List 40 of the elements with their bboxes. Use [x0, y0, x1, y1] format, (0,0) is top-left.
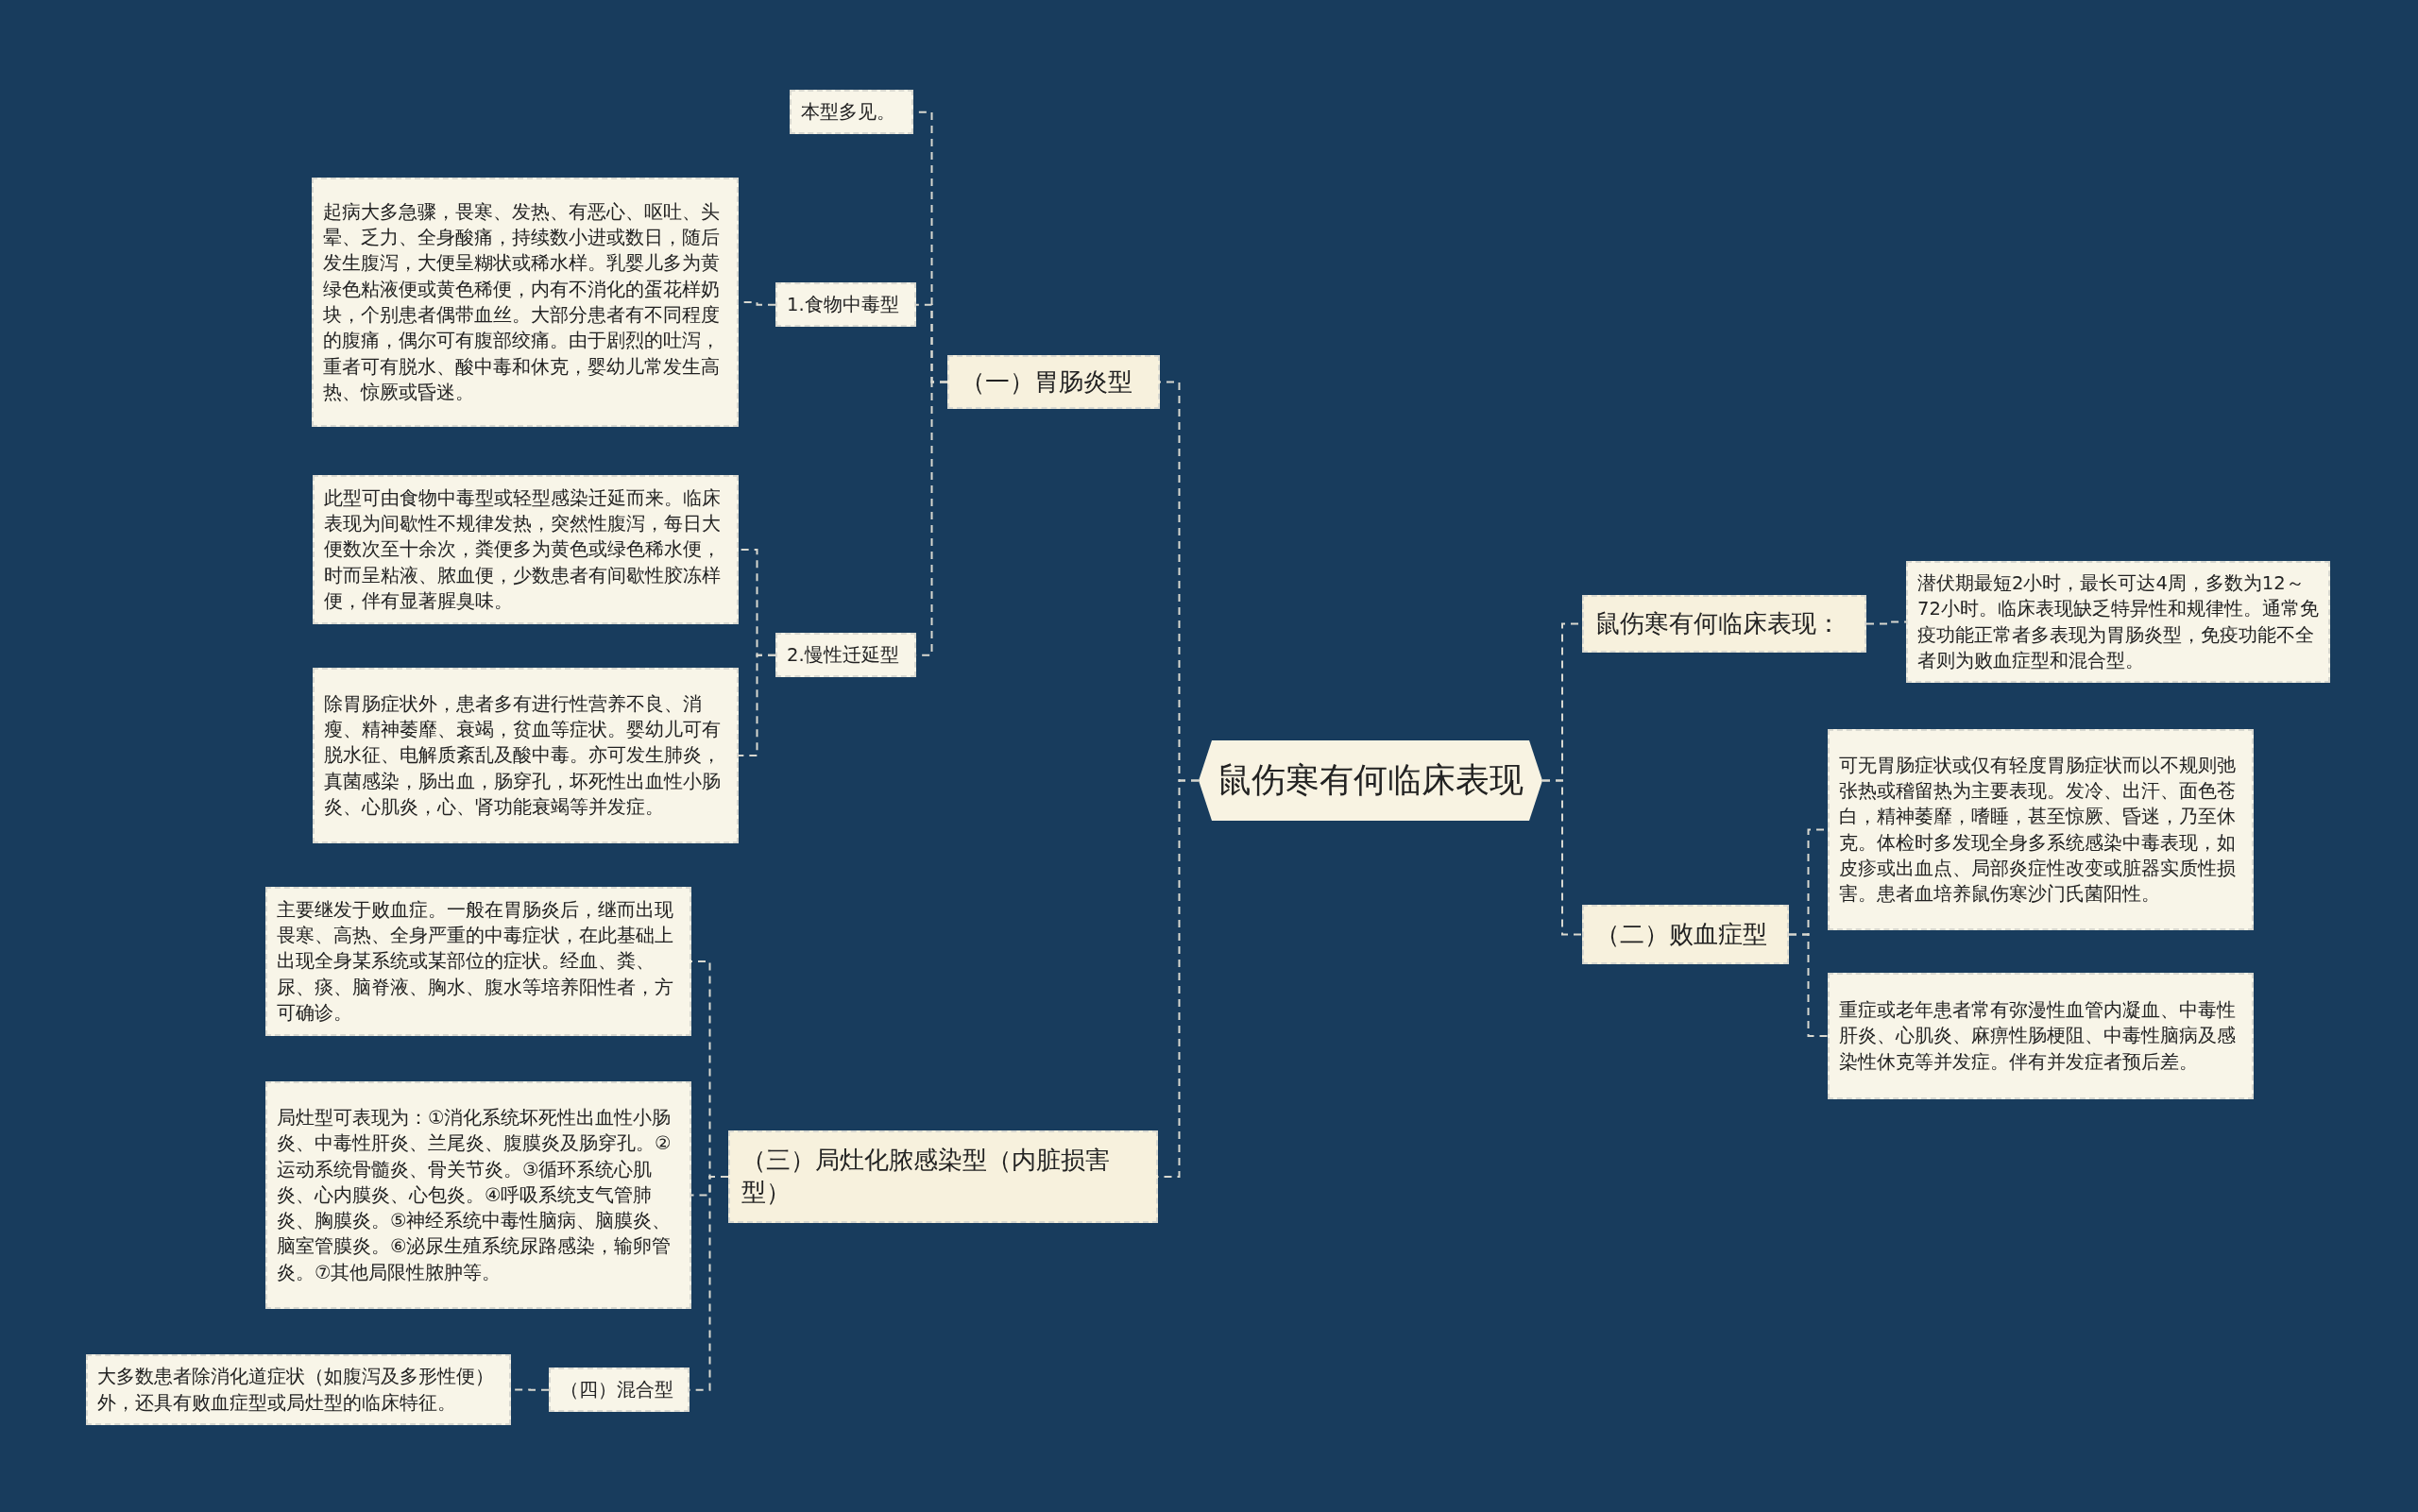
note-text: 除胃肠症状外，患者多有进行性营养不良、消瘦、精神萎靡、衰竭，贫血等症状。婴幼儿可有脱水征、电解质紊乱及酸中毒。亦可发生肺炎，真菌感染，肠出血，肠穿孔，坏死性出血性小肠炎、心肌炎，心、肾功能衰竭等并发症。	[324, 691, 722, 820]
connector-line	[1788, 933, 1829, 1037]
branch-label: 鼠伤寒有何临床表现：	[1595, 607, 1841, 639]
note-text: （四）混合型	[560, 1378, 673, 1402]
note-card	[790, 90, 913, 135]
note-card	[86, 1354, 511, 1425]
note-text: 大多数患者除消化道症状（如腹泻及多形性便）外，还具有败血症型或局灶型的临床特征。	[97, 1365, 495, 1416]
note-text: 本型多见。	[801, 100, 895, 125]
branch-node	[947, 355, 1160, 409]
central-topic-node	[1199, 740, 1542, 821]
note-card	[775, 282, 916, 328]
branch-node	[1582, 595, 1866, 653]
note-card	[549, 1368, 690, 1413]
note-text: 1.食物中毒型	[787, 293, 899, 317]
note-text: 潜伏期最短2小时，最长可达4周，多数为12～72小时。临床表现缺乏特异性和规律性。通常免疫功能正常者多表现为胃肠炎型，免疫功能不全者则为败血症型和混合型。	[1917, 571, 2319, 673]
branch-label: （二）败血症型	[1595, 918, 1767, 950]
note-text: 起病大多急骤，畏寒、发热、有恶心、呕吐、头晕、乏力、全身酸痛，持续数小进或数日，随后发生腹泻，大便呈糊状或稀水样。乳婴儿多为黄绿色粘液便或黄色稀便，内有不消化的蛋花样奶块，个别患者偶带血丝。大部分患者有不同程度的腹痛，偶尔可有腹部绞痛。由于剧烈的吐泻，重者可有脱水、酸中毒和休克，婴幼儿常发生高热、惊厥或昏迷。	[323, 199, 721, 405]
note-text: 局灶型可表现为：①消化系统坏死性出血性小肠炎、中毒性肝炎、兰尾炎、腹膜炎及肠穿孔。②运动系统骨髓炎、骨关节炎。③循环系统心肌炎、心内膜炎、心包炎。④呼吸系统支气管肺炎、胸膜炎。⑤神经系统中毒性脑病、脑膜炎、脑室管膜炎。⑥泌尿生殖系统尿路感染，输卵管炎。⑦其他局限性脓肿等。	[277, 1105, 673, 1285]
note-card	[312, 178, 739, 427]
topic-title: 鼠伤寒有何临床表现	[1218, 759, 1524, 801]
note-text: 重症或老年患者常有弥漫性血管内凝血、中毒性肝炎、心肌炎、麻痹性肠梗阻、中毒性脑病及感染性休克等并发症。伴有并发症者预后差。	[1839, 998, 2237, 1075]
note-text: 此型可由食物中毒型或轻型感染迁延而来。临床表现为间歇性不规律发热，突然性腹泻，每日大便数次至十余次，粪便多为黄色或绿色稀水便，时而呈粘液、脓血便，少数患者有间歇性胶冻样便，伴有显著腥臭味。	[324, 485, 722, 614]
note-card	[313, 475, 739, 624]
note-card	[1828, 729, 2254, 930]
note-card	[313, 668, 739, 843]
note-card	[775, 633, 916, 678]
connector-line	[1541, 779, 1583, 936]
branch-node	[728, 1130, 1158, 1223]
connector-line	[1865, 620, 1907, 625]
note-card	[265, 1081, 691, 1309]
branch-label: （三）局灶化脓感染型（内脏损害型）	[741, 1145, 1111, 1208]
note-text: 2.慢性迁延型	[787, 643, 899, 668]
branch-node	[1582, 905, 1789, 964]
note-card	[1828, 973, 2254, 1099]
note-card	[265, 887, 691, 1036]
connector-line	[738, 654, 776, 756]
branch-label: （一）胃肠炎型	[961, 365, 1132, 398]
note-card	[1906, 561, 2330, 684]
note-text: 主要继发于败血症。一般在胃肠炎后，继而出现畏寒、高热、全身严重的中毒症状，在此基础上出现全身某系统或某部位的症状。经血、粪、尿、痰、脑脊液、胸水、腹水等培养阳性者，方可确诊。	[277, 897, 674, 1026]
note-text: 可无胃肠症状或仅有轻度胃肠症状而以不规则弛张热或稽留热为主要表现。发冷、出汗、面色苍白，精神萎靡，嗜睡，甚至惊厥、昏迷，乃至休克。体检时多发现全身多系统感染中毒表现，如皮疹或出血点、局部炎症性改变或脏器实质性损害。患者血培养鼠伤寒沙门氏菌阳性。	[1839, 753, 2237, 908]
